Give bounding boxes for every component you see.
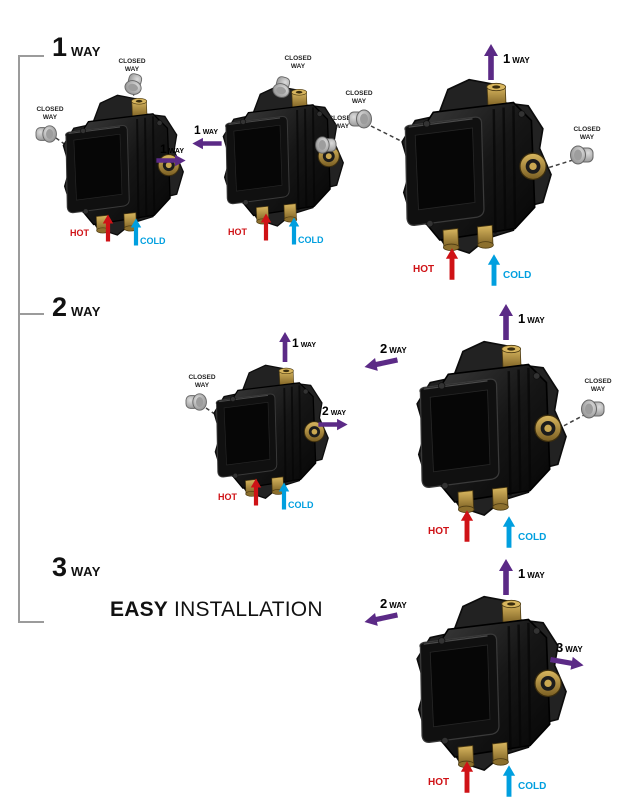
section-1-way-heading: 1 WAY: [52, 34, 101, 61]
hot-arrow-icon: [102, 214, 114, 242]
bracket-tick-1way: [18, 55, 44, 57]
section-3-word: WAY: [71, 564, 101, 579]
valve-body-illustration: [222, 85, 345, 228]
hot-label: HOT: [218, 492, 237, 502]
cold-arrow-icon: [130, 218, 142, 246]
closed-way-right-label: CLOSED WAY: [573, 126, 601, 142]
tagline-bold: EASY: [110, 598, 168, 621]
tagline-regular: INSTALLATION: [174, 598, 323, 621]
closed-way-plug-icon: [581, 399, 605, 419]
closed-way-plug-icon: [35, 125, 57, 143]
easy-installation-tagline: EASY INSTALLATION: [110, 598, 323, 622]
way-arrow-up-icon: [484, 44, 498, 80]
way-arrow-up-icon: [499, 304, 513, 340]
hot-label: HOT: [413, 264, 435, 275]
way-arrow-right-icon: [156, 154, 186, 167]
section-3-way-heading: 3 WAY: [52, 554, 101, 581]
way-arrow-left-icon: [364, 357, 399, 371]
bracket-tick-2way: [18, 313, 44, 315]
closed-way-left-label: CLOSED WAY: [36, 106, 64, 122]
cold-label: COLD: [140, 236, 166, 246]
section-2-word: WAY: [71, 304, 101, 319]
closed-way-top-label: CLOSED WAY: [118, 58, 146, 74]
hot-label: HOT: [70, 228, 89, 238]
closed-way-left-label: CLOSED WAY: [345, 90, 373, 106]
valve-body-illustration: [415, 340, 568, 517]
cold-label: COLD: [518, 781, 547, 792]
way-arrow-up-icon: [499, 559, 513, 595]
cold-arrow-icon: [288, 217, 300, 245]
cold-label: COLD: [298, 235, 324, 245]
section-1-word: WAY: [71, 44, 101, 59]
cold-label: COLD: [518, 532, 547, 543]
closed-way-plug-icon: [570, 145, 594, 165]
cold-label: COLD: [503, 270, 532, 281]
closed-way-top-label: CLOSED WAY: [284, 55, 312, 71]
hot-arrow-icon: [460, 761, 474, 793]
section-3-number: 3: [52, 552, 68, 582]
cold-arrow-icon: [502, 765, 516, 797]
closed-way-plug-icon: [185, 393, 207, 411]
section-2-number: 2: [52, 292, 68, 322]
hot-arrow-icon: [445, 248, 459, 280]
bracket-tick-3way: [18, 621, 44, 623]
way-arrow-left-icon: [192, 137, 222, 150]
valve-body-illustration: [400, 78, 553, 255]
cold-label: COLD: [288, 500, 314, 510]
hot-arrow-icon: [250, 478, 262, 506]
bracket-vertical-line: [18, 55, 20, 623]
cold-arrow-icon: [278, 482, 290, 510]
way-arrow-up-icon: [279, 332, 291, 362]
hot-arrow-icon: [260, 213, 272, 241]
hot-label: HOT: [228, 227, 247, 237]
hot-label: HOT: [428, 526, 450, 537]
hot-arrow-icon: [460, 510, 474, 542]
way-arrow-right-icon: [318, 418, 348, 431]
cold-arrow-icon: [487, 254, 501, 286]
section-1-number: 1: [52, 32, 68, 62]
closed-way-right-label: CLOSED WAY: [584, 378, 612, 394]
closed-way-right-label: CLOSED WAY: [328, 115, 356, 131]
valve-body-illustration: [415, 595, 568, 772]
cold-arrow-icon: [502, 516, 516, 548]
section-2-way-heading: 2 WAY: [52, 294, 101, 321]
hot-label: HOT: [428, 777, 450, 788]
way-arrow-right-icon: [549, 656, 584, 670]
way-arrow-left-icon: [364, 612, 399, 626]
closed-way-plug-icon: [348, 109, 372, 129]
closed-way-left-label: CLOSED WAY: [188, 374, 216, 390]
